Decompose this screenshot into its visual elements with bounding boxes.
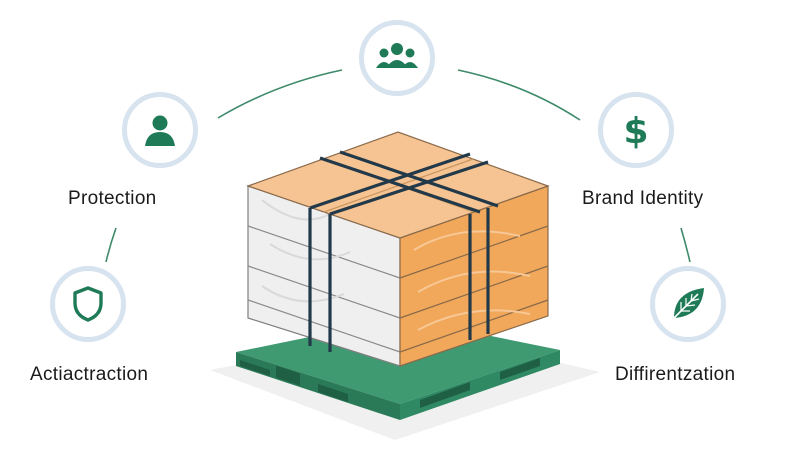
users-icon — [376, 43, 418, 68]
svg-text:$: $ — [623, 111, 648, 150]
node-protection — [122, 92, 198, 168]
node-audience — [359, 20, 435, 96]
box-stack-right-face — [399, 185, 549, 367]
dollar-icon: $ — [623, 111, 648, 150]
connector-right — [680, 227, 691, 263]
straps — [308, 150, 499, 352]
node-brand: $ — [598, 92, 674, 168]
connector-top-right — [457, 69, 581, 121]
label-brand-identity: Brand Identity — [582, 188, 704, 209]
label-attraction: Actiactraction — [30, 364, 149, 385]
leaf-icon — [673, 288, 704, 319]
node-differentiation — [650, 266, 726, 342]
connector-left — [105, 227, 117, 263]
label-protection: Protection — [68, 188, 157, 209]
label-differentiation: Diffirentzation — [615, 364, 736, 385]
node-attraction — [50, 266, 126, 342]
person-icon — [145, 115, 175, 146]
connector-top-left — [217, 69, 343, 119]
shield-icon — [73, 286, 103, 322]
